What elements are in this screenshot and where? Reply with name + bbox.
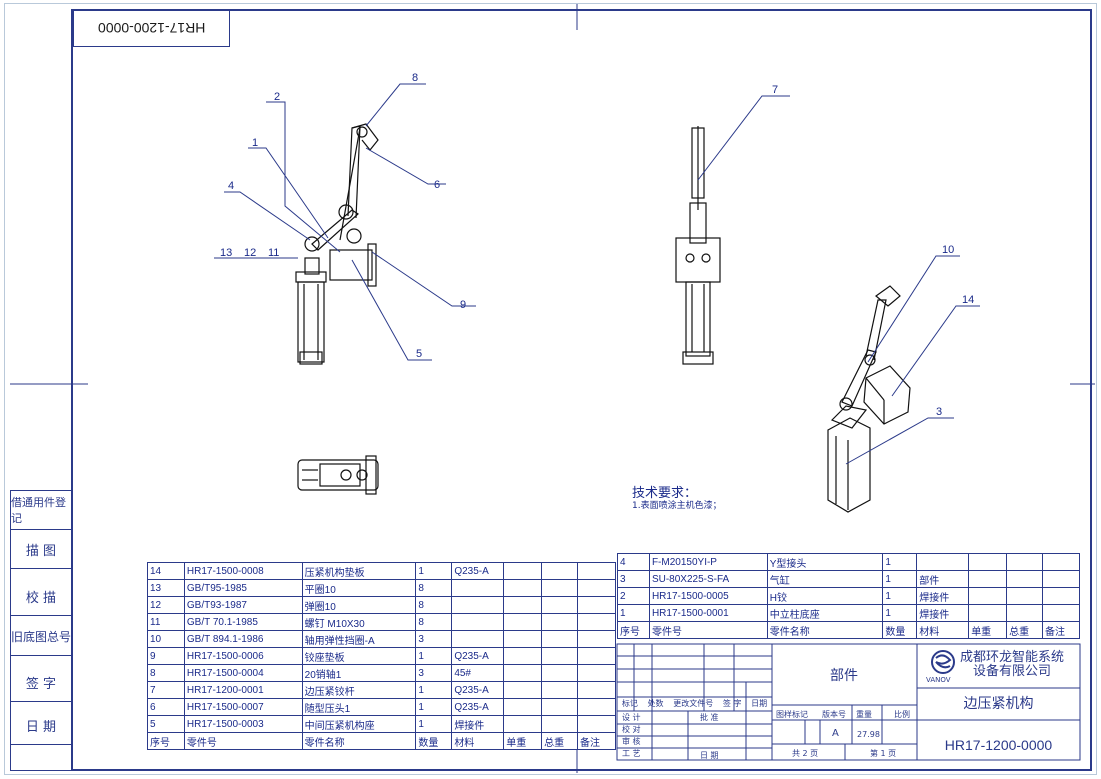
stage-value: A <box>832 728 839 739</box>
rev-label: 更改文件号 <box>673 699 714 708</box>
outer-border <box>4 3 1097 775</box>
stage-label: 版本号 <box>822 710 846 719</box>
balloon-14: 14 <box>962 294 974 306</box>
front-view <box>295 123 379 365</box>
rev-label: 日期 <box>751 699 768 708</box>
balloon-8: 8 <box>412 72 418 84</box>
revision-labels-row: 标记 处数 更改文件号 签 字 日期 <box>617 698 772 709</box>
role-label: 设 计 <box>622 713 641 722</box>
company-name: 成都环龙智能系统 设备有限公司 <box>960 651 1064 679</box>
weight-value: 27.98 <box>857 730 880 739</box>
rev-label: 标记 <box>621 699 638 708</box>
flipped-drawing-number: HR17-1200-0000 <box>73 10 230 47</box>
side-label: 借通用件登记 <box>11 491 71 530</box>
company-logo <box>931 650 955 674</box>
balloon-1: 1 <box>252 137 258 149</box>
total-pages: 共 2 页 <box>792 749 819 758</box>
bom-header-cell: 序号 <box>617 621 650 639</box>
balloon-11: 11 <box>268 247 279 259</box>
tech-requirements-note: 1.表面喷涂主机色漆； <box>632 501 722 511</box>
top-view <box>297 455 379 495</box>
balloon-12: 12 <box>244 247 256 259</box>
company-line-2: 设备有限公司 <box>973 664 1052 679</box>
isometric-view <box>827 285 911 513</box>
balloon-6: 6 <box>434 179 440 191</box>
role-label: 校 对 <box>622 725 641 734</box>
side-label: 描 图 <box>11 530 71 569</box>
bom-cell: 1 <box>882 553 918 571</box>
bom-header-cell: 材料 <box>451 732 505 750</box>
role-label: 工 艺 <box>622 749 641 758</box>
page-number: 第 1 页 <box>870 749 897 758</box>
balloon-9: 9 <box>460 299 466 311</box>
bom-header-cell: 零件名称 <box>301 732 417 750</box>
drawing-frame <box>71 9 1092 771</box>
side-label: 旧底图总号 <box>11 617 71 656</box>
role-labels: 设 计 校 对 审 核 工 艺 <box>622 712 641 760</box>
logo-text: VANOV <box>926 676 951 684</box>
bom-header-cell: 总重 <box>541 732 579 750</box>
bom-header-cell: 备注 <box>577 732 616 750</box>
company-line-1: 成都环龙智能系统 <box>960 650 1065 665</box>
tech-requirements-title: 技术要求： <box>632 486 698 501</box>
balloon-10: 10 <box>942 244 954 256</box>
rev-label: 签 字 <box>722 699 742 708</box>
bom-header-row: 序号零件号零件名称数量材料单重总重备注 <box>147 732 616 750</box>
part-type: 部件 <box>830 668 858 684</box>
approve-label: 批 准 <box>700 713 719 722</box>
stage-label: 图样标记 <box>776 710 808 719</box>
balloon-13: 13 <box>220 247 232 259</box>
drawing-title: 边压紧机构 <box>963 696 1034 712</box>
balloon-5: 5 <box>416 348 422 360</box>
bom-header-row: 序号零件号零件名称数量材料单重总重备注 <box>617 621 1080 639</box>
drawing-code: HR17-1200-0000 <box>944 737 1053 753</box>
side-label: 校 描 <box>11 577 71 616</box>
balloon-4: 4 <box>228 180 234 192</box>
stage-label: 重量 <box>856 710 872 719</box>
side-view <box>675 126 721 365</box>
rev-label: 处数 <box>647 699 664 708</box>
bom-header-cell: 零件号 <box>648 621 768 639</box>
bom-header-cell: 材料 <box>916 621 970 639</box>
balloon-3: 3 <box>936 406 942 418</box>
stage-label: 比例 <box>894 710 910 719</box>
side-label: 日 期 <box>11 706 71 745</box>
side-label: 签 字 <box>11 663 71 702</box>
role-label: 审 核 <box>622 737 641 746</box>
balloon-2: 2 <box>274 91 280 103</box>
bom-header-cell: 数量 <box>882 621 918 639</box>
side-register-panel: 借通用件登记 描 图 校 描 旧底图总号 签 字 日 期 <box>10 490 72 771</box>
bom-header-cell: 备注 <box>1042 621 1080 639</box>
bom-header-cell: 零件号 <box>183 732 303 750</box>
date-label: 日 期 <box>700 751 719 760</box>
balloon-7: 7 <box>772 84 778 96</box>
bom-header-cell: 单重 <box>503 732 543 750</box>
bom-header-cell: 总重 <box>1006 621 1044 639</box>
